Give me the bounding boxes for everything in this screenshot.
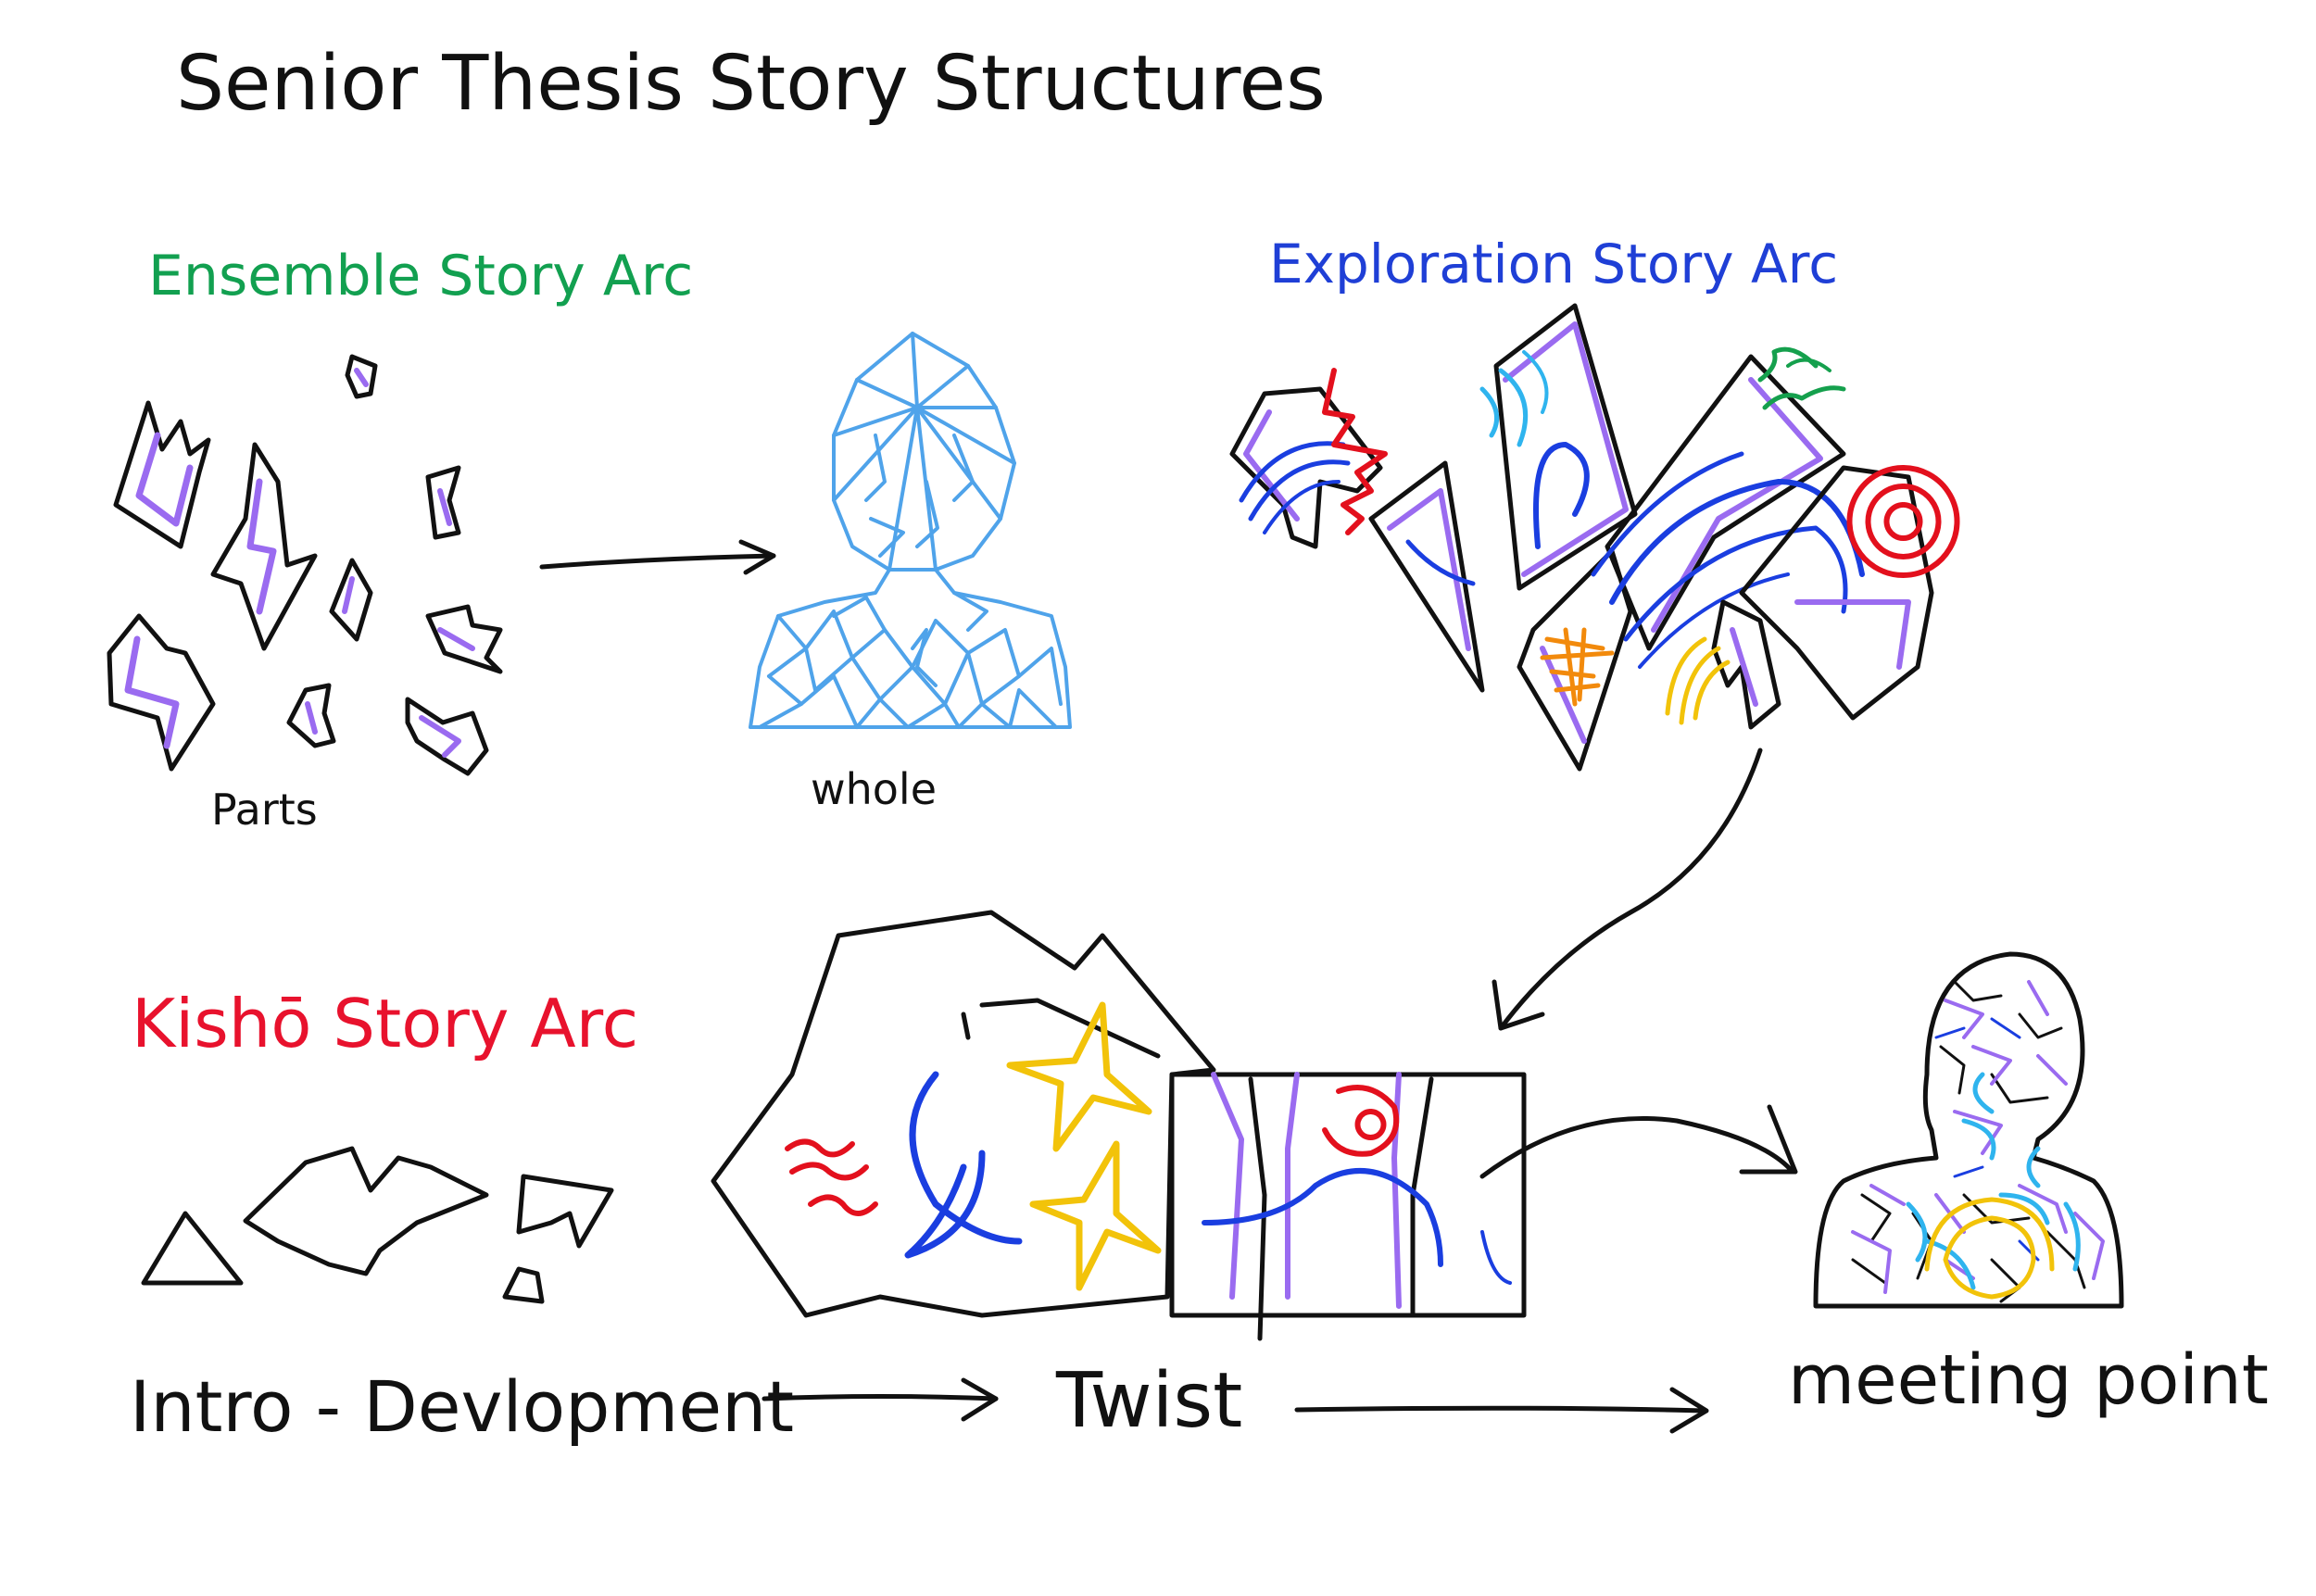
meeting-point-label: meeting point <box>1788 1340 2269 1420</box>
blue-swirl <box>1405 539 1476 586</box>
exploration-piece-shade <box>1794 599 1911 670</box>
red-squiggle <box>808 1194 878 1216</box>
exploration-pieces <box>1229 303 1960 772</box>
ensemble-parts-shards <box>107 354 503 776</box>
meeting-figure-purple <box>1851 980 2105 1294</box>
red-spiral <box>1846 465 1960 578</box>
blue-swirl <box>1609 479 1865 605</box>
red-squiggle <box>789 1162 869 1181</box>
page-title: Senior Thesis Story Structures <box>176 40 1326 128</box>
exploration-piece-shade <box>1387 488 1471 651</box>
part-shard <box>425 465 461 540</box>
part-shard-shade <box>305 701 318 735</box>
green-squiggle <box>1762 385 1846 410</box>
blue-swirl <box>1638 572 1790 669</box>
part-shard-shade <box>124 635 180 749</box>
part-shard <box>425 604 503 674</box>
twist-inner-card <box>979 998 1161 1059</box>
part-shard-shade <box>419 715 461 758</box>
twist-panel-shade <box>1211 1072 1402 1309</box>
part-shard <box>405 697 489 776</box>
twist-label: Twist <box>1055 1357 1242 1445</box>
intro-shard <box>141 1211 244 1286</box>
cyan-swirl <box>1522 350 1549 414</box>
part-shard <box>107 613 216 772</box>
part-shard-shade <box>437 627 475 651</box>
red-lightning <box>1322 368 1388 535</box>
blue-swirl <box>1248 459 1351 522</box>
part-shard-shade <box>437 488 452 526</box>
arrow-twist-to-meeting-point <box>1294 1387 1709 1434</box>
part-shard <box>329 558 373 642</box>
meeting-figure-blue <box>1934 1017 2040 1262</box>
yellow-strokes <box>1665 636 1731 725</box>
arrow-exploration-to-twist <box>1492 748 1763 1031</box>
red-squiggle <box>785 1138 855 1158</box>
part-shard-shade <box>342 576 355 614</box>
intro-shards <box>141 1146 614 1304</box>
part-shard <box>113 400 211 549</box>
blue-swirl <box>1239 441 1346 503</box>
exploration-piece-shade <box>1651 377 1823 633</box>
exploration-piece-shade <box>1503 321 1629 577</box>
part-shard-shade <box>246 478 277 615</box>
exploration-piece-shade <box>1540 646 1587 744</box>
blue-swirl <box>1591 451 1744 577</box>
exploration-piece <box>1739 465 1934 721</box>
intro-shard <box>243 1146 489 1276</box>
kisho-heading: Kishō Story Arc <box>132 985 638 1062</box>
exploration-piece <box>1517 548 1633 772</box>
twist-inner-line <box>961 1012 971 1040</box>
whole-figure <box>749 332 1072 729</box>
blue-wave <box>1480 1230 1512 1285</box>
exploration-piece-shade <box>1730 627 1758 707</box>
cyan-swirl <box>1498 368 1529 447</box>
twist-shape <box>711 910 1216 1318</box>
blue-swirl <box>1263 480 1341 534</box>
exploration-piece <box>1368 460 1485 693</box>
green-squiggle <box>1786 358 1831 372</box>
part-shard <box>210 442 318 651</box>
meeting-figure-yellow <box>1924 1197 2055 1300</box>
ensemble-heading: Ensemble Story Arc <box>148 244 693 308</box>
arrow-intro-to-twist <box>762 1377 999 1422</box>
parts-label: Parts <box>211 785 318 835</box>
arrow-parts-to-whole <box>539 539 776 575</box>
blue-crescent <box>909 1071 1023 1245</box>
arrow-twist-to-meeting <box>1479 1104 1798 1179</box>
intro-development-label: Intro - Devlopment <box>130 1365 794 1448</box>
exploration-piece-shade <box>1243 409 1300 522</box>
intro-shard <box>502 1266 545 1304</box>
blue-wave <box>1202 1168 1443 1267</box>
red-spiral <box>1322 1085 1400 1157</box>
twist-outline <box>711 910 1216 1318</box>
meeting-figure-cyan <box>1906 1072 2081 1290</box>
twist-panel-frame <box>1169 1072 1527 1318</box>
blue-swirl <box>1533 442 1590 549</box>
exploration-heading: Exploration Story Arc <box>1269 232 1838 295</box>
yellow-star <box>1006 1001 1152 1152</box>
exploration-piece <box>1493 303 1638 591</box>
meeting-figure-outline <box>1813 951 2124 1309</box>
green-squiggle <box>1757 346 1819 383</box>
cyan-swirl <box>1479 386 1500 438</box>
whole-label: whole <box>811 764 937 814</box>
exploration-piece <box>1605 354 1846 651</box>
intro-shard <box>516 1174 614 1249</box>
part-shard-shade <box>135 432 194 527</box>
orange-scribble <box>1540 627 1615 707</box>
part-shard <box>345 354 378 399</box>
twist-panel <box>1169 1072 1527 1341</box>
part-shard-shade <box>354 368 369 387</box>
meeting-figure <box>1813 951 2124 1309</box>
part-shard <box>286 683 336 748</box>
exploration-piece <box>1711 599 1781 730</box>
blue-crescent <box>904 1150 986 1259</box>
yellow-star <box>1029 1140 1162 1291</box>
